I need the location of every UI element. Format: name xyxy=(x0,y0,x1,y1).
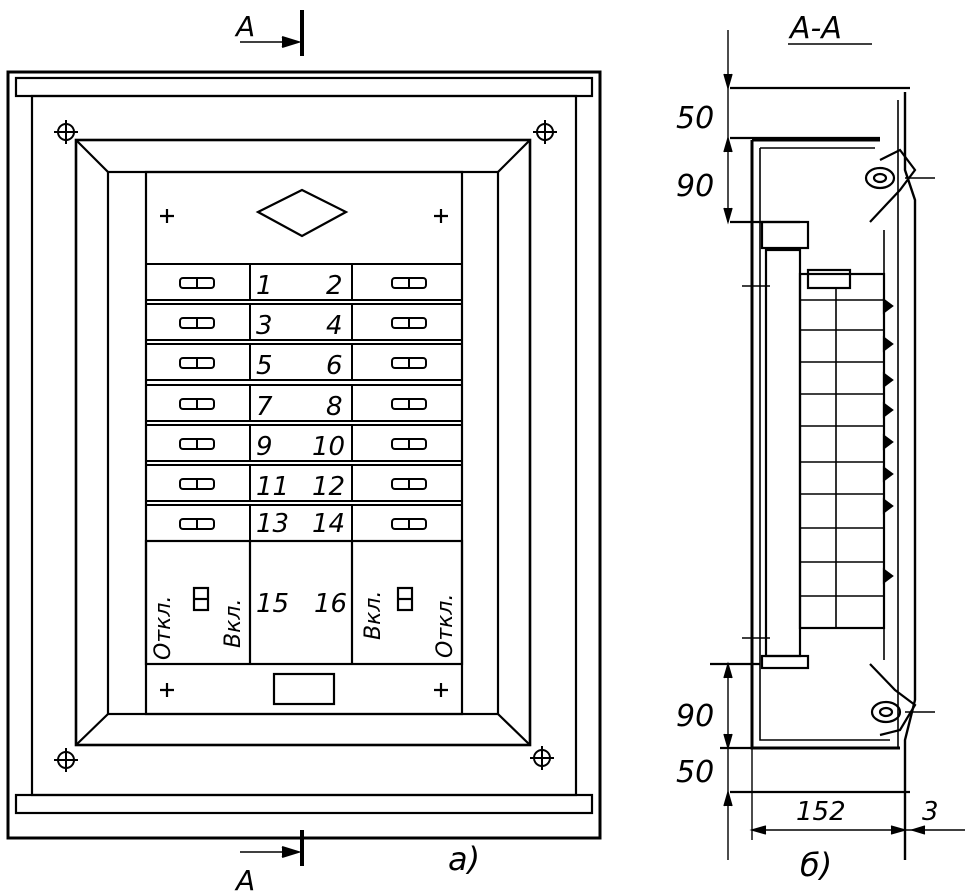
lower-section xyxy=(144,539,464,666)
plus-mark xyxy=(434,209,448,223)
switch-number: 4 xyxy=(326,311,343,341)
switch-rows xyxy=(145,263,463,542)
switch-number: 3 xyxy=(256,311,273,341)
switch-number: 1 xyxy=(256,271,273,301)
hinge-top xyxy=(864,148,935,223)
labels: А А А-А а) б) 1 2 3 4 5 6 7 8 9 10 11 12… xyxy=(151,10,939,896)
switch-number: 9 xyxy=(256,432,273,462)
label-off-left: Откл. xyxy=(151,596,176,660)
panel xyxy=(144,170,464,716)
hinge-bottom xyxy=(869,663,935,737)
plus-mark xyxy=(434,683,448,697)
bottom-rail xyxy=(14,793,594,815)
dim-bottom-90: 90 xyxy=(676,699,714,734)
plus-mark xyxy=(160,209,174,223)
diamond-marker xyxy=(255,188,349,238)
switch-icons xyxy=(179,277,427,530)
dim-thickness: 3 xyxy=(922,797,939,827)
vertical-dimensions xyxy=(723,30,733,860)
dim-top-90: 90 xyxy=(676,169,714,204)
section-view xyxy=(710,30,965,860)
section-cut-top xyxy=(240,10,304,56)
front-view xyxy=(6,10,602,866)
dim-bottom-50: 50 xyxy=(676,755,714,790)
mounting-panel xyxy=(764,248,802,658)
door-profile xyxy=(903,92,917,860)
dim-depth: 152 xyxy=(796,797,846,827)
switch-number: 7 xyxy=(256,392,273,422)
plus-mark xyxy=(160,683,174,697)
cabinet-body xyxy=(30,94,578,797)
section-mark-bottom: А xyxy=(234,864,255,896)
section-title: А-А xyxy=(788,11,842,46)
switch-number: 8 xyxy=(326,392,343,422)
label-on-left: Вкл. xyxy=(221,599,246,648)
switch-knobs xyxy=(882,297,894,585)
switch-number: 6 xyxy=(326,351,343,381)
switch-number: 14 xyxy=(312,509,345,539)
view-label-section: б) xyxy=(800,846,832,884)
switch-number: 12 xyxy=(312,472,345,502)
view-label-front: а) xyxy=(448,840,480,878)
bottom-label-plate xyxy=(272,672,336,706)
door-outer xyxy=(74,138,532,747)
section-mark-top: А xyxy=(234,10,255,43)
switch-number: 10 xyxy=(312,432,345,462)
label-off-right: Откл. xyxy=(433,594,458,658)
switch-number: 5 xyxy=(256,351,273,381)
label-on-right: Вкл. xyxy=(361,591,386,640)
outer-frame xyxy=(6,70,602,840)
dim-top-50: 50 xyxy=(676,101,714,136)
section-cut-bottom xyxy=(240,830,304,866)
lower-number: 15 xyxy=(256,589,289,619)
top-rail xyxy=(14,76,594,98)
breaker-block xyxy=(798,272,886,630)
bolt-marks xyxy=(54,120,557,772)
switch-number: 11 xyxy=(256,472,289,502)
horizontal-dimensions xyxy=(749,748,965,860)
lower-number: 16 xyxy=(314,589,347,619)
switch-number: 13 xyxy=(256,509,289,539)
switch-number: 2 xyxy=(326,271,343,301)
